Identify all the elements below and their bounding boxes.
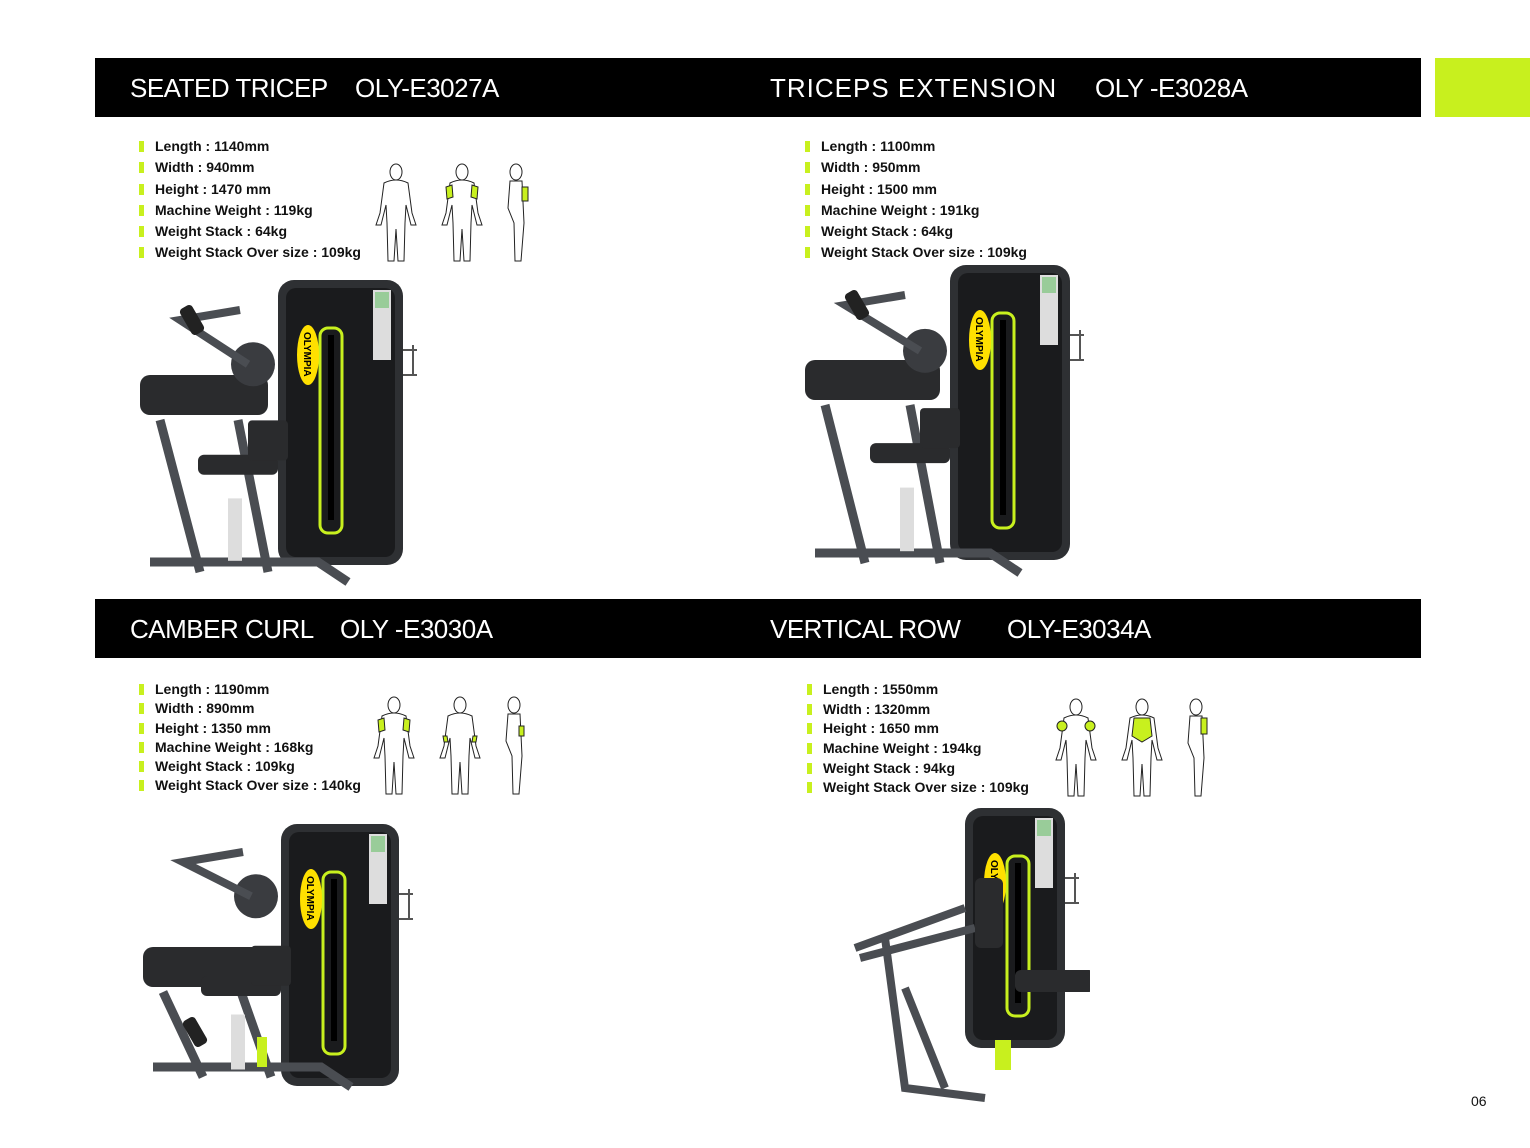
- spec-width: Width : 890mm: [137, 698, 361, 717]
- svg-text:OLYMPIA: OLYMPIA: [304, 876, 315, 921]
- header-bar-bottom: CAMBER CURL OLY -E3030A VERTICAL ROW OLY…: [95, 599, 1421, 658]
- spec-height: Height : 1500 mm: [803, 179, 1027, 200]
- spec-list: Length : 1190mm Width : 890mm Height : 1…: [137, 679, 361, 795]
- product-name: TRICEPS EXTENSION: [770, 73, 1058, 103]
- spec-weight-stack-oversize: Weight Stack Over size : 109kg: [137, 242, 361, 263]
- product-name: CAMBER CURL: [130, 614, 314, 644]
- spec-list: Length : 1140mm Width : 940mm Height : 1…: [137, 136, 361, 264]
- spec-machine-weight: Machine Weight : 194kg: [805, 738, 1029, 758]
- spec-height: Height : 1470 mm: [137, 179, 361, 200]
- product-model: OLY -E3030A: [340, 614, 493, 644]
- spec-width: Width : 1320mm: [805, 699, 1029, 719]
- vertical-row-machine-image: OLYMPIA: [853, 808, 1090, 1102]
- product-model: OLY -E3028A: [1095, 73, 1248, 103]
- product-model: OLY-E3027A: [355, 73, 499, 103]
- product-name: SEATED TRICEP: [130, 73, 328, 103]
- spec-width: Width : 950mm: [803, 157, 1027, 178]
- spec-width: Width : 940mm: [137, 157, 361, 178]
- spec-length: Length : 1100mm: [803, 136, 1027, 157]
- header-bar-top: SEATED TRICEP OLY-E3027A TRICEPS EXTENSI…: [95, 58, 1421, 117]
- spec-weight-stack: Weight Stack : 94kg: [805, 758, 1029, 778]
- spec-list: Length : 1100mm Width : 950mm Height : 1…: [803, 136, 1027, 264]
- spec-machine-weight: Machine Weight : 119kg: [137, 200, 361, 221]
- spec-length: Length : 1550mm: [805, 679, 1029, 699]
- spec-length: Length : 1190mm: [137, 679, 361, 698]
- muscle-diagram-icon: [1055, 698, 1208, 797]
- spec-height: Height : 1650 mm: [805, 718, 1029, 738]
- spec-length: Length : 1140mm: [137, 136, 361, 157]
- spec-weight-stack-oversize: Weight Stack Over size : 140kg: [137, 775, 361, 794]
- product-name: VERTICAL ROW: [770, 614, 961, 644]
- seated-tricep-machine-image: OLYMPIA: [140, 280, 417, 586]
- accent-tab: [1435, 58, 1530, 117]
- triceps-extension-machine-image: OLYMPIA: [805, 265, 1084, 577]
- spec-weight-stack: Weight Stack : 64kg: [803, 221, 1027, 242]
- spec-weight-stack-oversize: Weight Stack Over size : 109kg: [805, 777, 1029, 797]
- spec-weight-stack: Weight Stack : 64kg: [137, 221, 361, 242]
- muscle-diagram-icon: [373, 696, 525, 795]
- product-model: OLY-E3034A: [1007, 614, 1151, 644]
- spec-list: Length : 1550mm Width : 1320mm Height : …: [805, 679, 1029, 797]
- muscle-diagram-icon: [375, 163, 529, 262]
- page-number: 06: [1471, 1093, 1487, 1109]
- svg-text:OLYMPIA: OLYMPIA: [973, 317, 984, 362]
- svg-text:OLYMPIA: OLYMPIA: [301, 332, 312, 377]
- spec-weight-stack-oversize: Weight Stack Over size : 109kg: [803, 242, 1027, 263]
- spec-machine-weight: Machine Weight : 168kg: [137, 737, 361, 756]
- spec-height: Height : 1350 mm: [137, 718, 361, 737]
- spec-machine-weight: Machine Weight : 191kg: [803, 200, 1027, 221]
- spec-weight-stack: Weight Stack : 109kg: [137, 756, 361, 775]
- camber-curl-machine-image: OLYMPIA: [143, 824, 413, 1091]
